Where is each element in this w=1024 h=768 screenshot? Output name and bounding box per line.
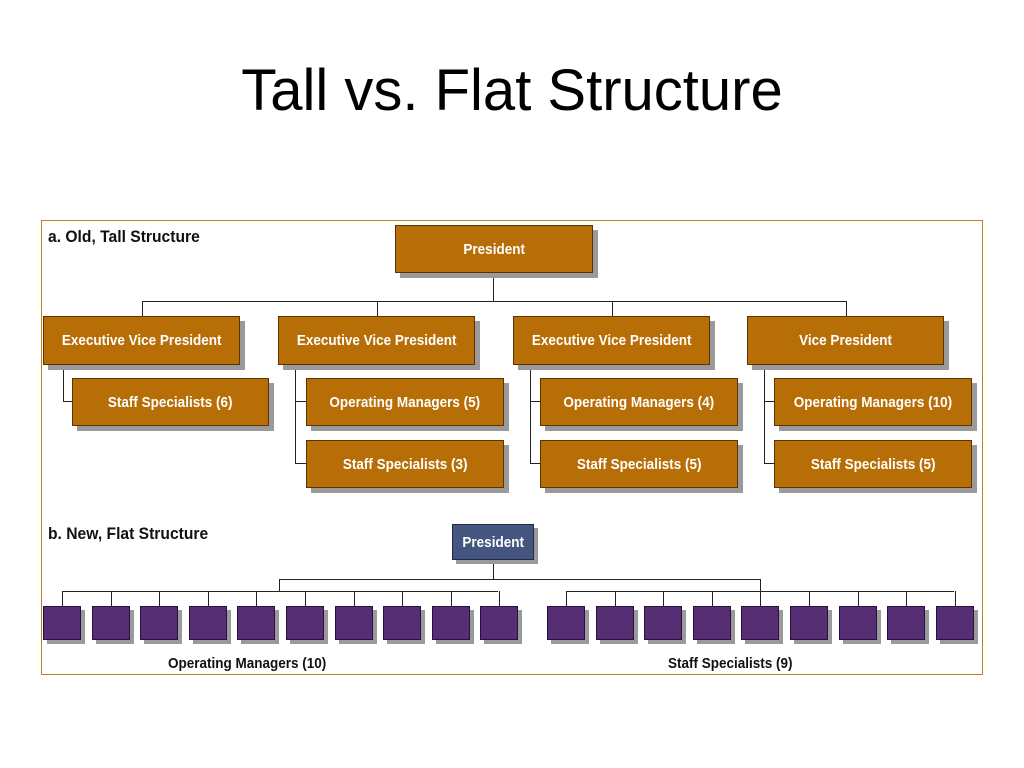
operating-manager-node [188,606,227,640]
connector-line [760,579,761,591]
slide-title: Tall vs. Flat Structure [241,58,783,123]
staff-specialist-node [692,606,731,640]
staff-specialist-node [790,606,828,640]
staff-specialist-node [547,606,585,640]
staff-specialists-box: Staff Specialists (5) [774,440,972,488]
operating-manager-node [480,606,519,640]
connector-line [279,579,761,580]
connector-line [159,591,161,606]
operating-managers-box: Operating Managers (10) [774,378,972,426]
operating-manager-node [91,606,130,640]
org-chart-figure: a. Old, Tall Structure President Executi… [41,220,983,675]
executive-vice-president-box: Executive Vice President [278,316,475,365]
connector-line [530,401,540,402]
staff-specialists-caption: Staff Specialists (9) [668,655,793,672]
connector-line [857,591,859,606]
connector-line [566,591,567,606]
connector-line [846,301,847,316]
connector-line [63,365,64,401]
connector-line [295,365,296,463]
staff-specialists-box: Staff Specialists (3) [306,440,504,488]
connector-line [499,591,501,606]
connector-line [566,591,954,592]
tall-structure-label: a. Old, Tall Structure [48,227,200,246]
connector-line [62,591,63,606]
vice-president-box: Vice President [747,316,944,365]
president-box-flat: President [452,524,534,560]
connector-line [614,591,616,606]
operating-manager-node [43,606,81,640]
connector-line [279,579,280,591]
connector-line [450,591,452,606]
connector-line [305,591,306,606]
operating-manager-node [140,606,179,640]
connector-line [764,401,774,402]
staff-specialists-box: Staff Specialists (5) [540,440,738,488]
flat-structure-label: b. New, Flat Structure [48,524,209,543]
connector-line [62,591,498,592]
operating-manager-node [383,606,422,640]
connector-line [954,591,956,606]
staff-specialist-node [887,606,926,640]
operating-manager-node [431,606,470,640]
executive-vice-president-box: Executive Vice President [513,316,710,365]
operating-managers-box: Operating Managers (5) [306,378,504,426]
staff-specialist-node [644,606,683,640]
operating-manager-node [237,606,276,640]
staff-specialist-node [838,606,877,640]
connector-line [295,463,306,464]
staff-specialist-node [595,606,634,640]
connector-line [663,591,665,606]
president-box: President [395,225,593,273]
connector-line [493,560,494,579]
operating-manager-node [286,606,324,640]
executive-vice-president-box: Executive Vice President [43,316,240,365]
connector-line [530,365,531,463]
connector-line [295,401,306,402]
staff-specialist-node [741,606,780,640]
staff-specialists-box: Staff Specialists (6) [72,378,269,426]
staff-specialist-node [935,606,974,640]
connector-line [612,301,613,316]
connector-line [764,463,774,464]
connector-line [760,591,762,606]
connector-line [110,591,112,606]
connector-line [906,591,908,606]
connector-line [493,273,494,301]
connector-line [63,401,72,402]
connector-line [142,301,846,302]
connector-line [142,301,143,316]
connector-line [809,591,810,606]
connector-line [711,591,713,606]
connector-line [764,365,765,463]
connector-line [207,591,209,606]
operating-manager-node [334,606,373,640]
operating-managers-box: Operating Managers (4) [540,378,738,426]
operating-managers-caption: Operating Managers (10) [168,655,327,672]
connector-line [402,591,404,606]
connector-line [256,591,258,606]
connector-line [530,463,540,464]
connector-line [377,301,378,316]
connector-line [353,591,355,606]
